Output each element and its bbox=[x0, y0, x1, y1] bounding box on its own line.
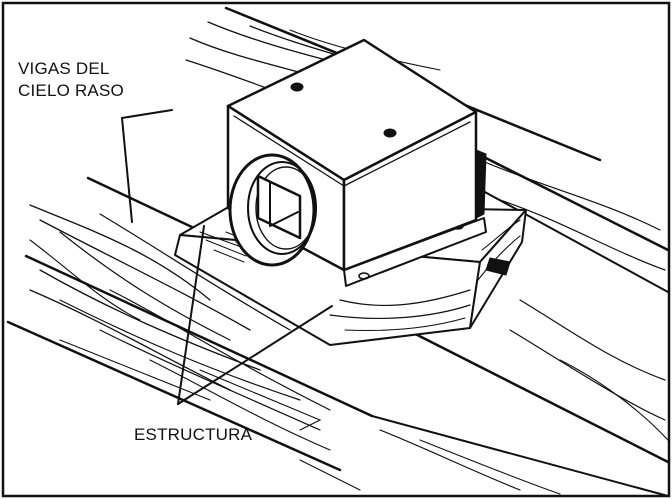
joists-label-line2: CIELO RASO bbox=[18, 81, 124, 100]
joist-front bbox=[6, 254, 669, 497]
leader-lines bbox=[121, 109, 333, 405]
joists-label-line1: VIGAS DEL bbox=[18, 59, 110, 78]
frame-label: ESTRUCTURA bbox=[134, 425, 253, 444]
duct-collar bbox=[228, 153, 317, 267]
